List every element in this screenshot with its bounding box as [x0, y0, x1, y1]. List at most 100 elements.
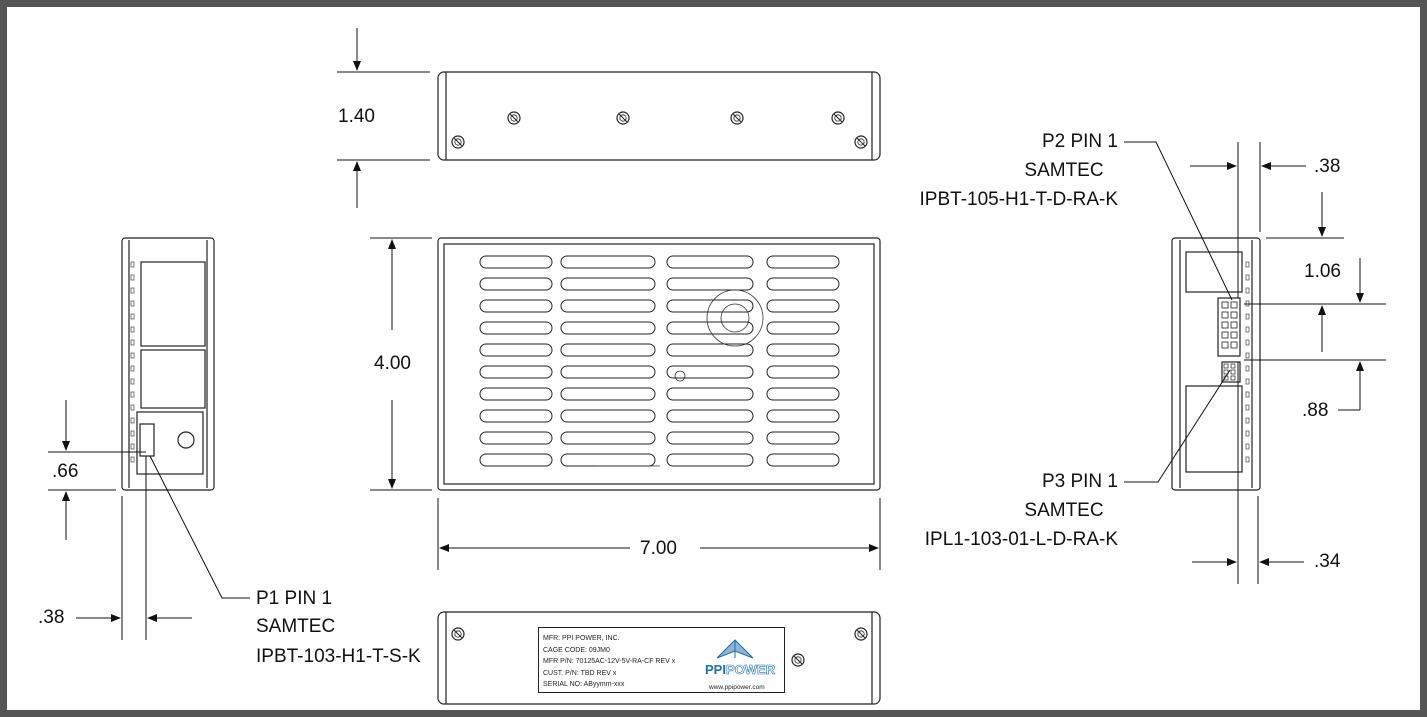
p1-callout-line2: SAMTEC: [256, 616, 336, 637]
vent-slot: [766, 321, 840, 335]
vent-dot: [1245, 456, 1250, 463]
right-side-vents: [1245, 261, 1250, 463]
dim-front-width: [437, 498, 881, 570]
dim-label-front-height: 4.00: [370, 353, 415, 375]
vent-slot: [479, 431, 553, 445]
vent-slot: [479, 299, 553, 313]
screw-icon: [507, 111, 521, 125]
vent-slot: [666, 365, 754, 379]
dim-label-right-p2-offset: 1.06: [1304, 261, 1341, 282]
screw-icon: [451, 135, 465, 149]
screw-slot: [509, 113, 519, 123]
dim-top-height: [337, 28, 430, 208]
ppi-logo-text: PPIPOWER: [705, 662, 776, 678]
vent-slot: [766, 343, 840, 357]
vent-dot: [130, 300, 135, 307]
connector-pin: [1230, 311, 1238, 319]
vent-dot: [1245, 378, 1250, 385]
nameplate-mfr-pn: MFR P/N: 70125AC-12V-5V-RA-CF REV x: [543, 658, 676, 665]
vent-dot: [130, 261, 135, 268]
vent-dot: [1245, 352, 1250, 359]
nameplate-serial: SERIAL NO: AByymm-xxx: [543, 681, 625, 688]
screw-slot: [453, 629, 463, 639]
vent-slot: [766, 277, 840, 291]
connector-pin: [1221, 331, 1229, 339]
connector-pin: [1221, 301, 1229, 309]
vent-dot: [1245, 326, 1250, 333]
vent-dot: [1245, 261, 1250, 268]
vent-slot: [560, 343, 656, 357]
vent-slot: [666, 255, 754, 269]
nameplate: MFR: PPI POWER, INC. CAGE CODE: 09JM0 MF…: [538, 627, 785, 693]
dim-label-right-top-x: .38: [1314, 156, 1341, 177]
p2-callout-line2: SAMTEC: [1024, 160, 1104, 181]
dim-label-top-height: 1.40: [334, 106, 379, 128]
p1-leader: [149, 455, 250, 599]
screw-icon: [831, 111, 845, 125]
vent-slot: [666, 409, 754, 423]
vent-slot: [560, 453, 656, 467]
dim-right-top-x: [1190, 142, 1306, 298]
connector-pin: [1230, 301, 1238, 309]
dim-left-p1-x: [76, 456, 192, 640]
vent-slot: [766, 431, 840, 445]
vent-slot: [479, 409, 553, 423]
screw-icon: [730, 111, 744, 125]
left-side-vents: [130, 261, 135, 463]
logo-power: POWER: [725, 662, 776, 678]
screw-ring: [857, 138, 865, 146]
vent-slot: [479, 277, 553, 291]
vent-slot: [479, 321, 553, 335]
left-side-view: [121, 237, 215, 491]
screw-slot: [833, 113, 843, 123]
vent-dot: [130, 313, 135, 320]
p3-callout-line1: P3 PIN 1: [1041, 471, 1118, 492]
logo-ppi: PPI: [705, 662, 726, 677]
vent-slot: [479, 255, 553, 269]
vent-slot: [479, 387, 553, 401]
connector-pin: [1223, 369, 1229, 375]
vent-slot: [666, 387, 754, 401]
vent-slot: [560, 277, 656, 291]
vent-dot: [130, 391, 135, 398]
screw-ring: [733, 114, 741, 122]
vent-dot: [1245, 443, 1250, 450]
vent-slot: [479, 343, 553, 357]
top-screws: [451, 111, 868, 149]
screw-icon: [854, 135, 868, 149]
screw-slot: [453, 137, 463, 147]
screw-ring: [454, 138, 462, 146]
vent-slot: [560, 255, 656, 269]
vent-dot: [1245, 313, 1250, 320]
vent-slot: [766, 387, 840, 401]
p1-callout-line1: P1 PIN 1: [256, 588, 333, 609]
vent-slot: [479, 365, 553, 379]
vent-slots: [479, 255, 840, 467]
vent-slot: [666, 431, 754, 445]
nameplate-mfr: MFR: PPI POWER, INC.: [543, 635, 620, 642]
vent-slot: [666, 321, 754, 335]
dim-label-front-width: 7.00: [636, 538, 681, 560]
vent-slot: [766, 255, 840, 269]
p3-callout-line2: SAMTEC: [1024, 500, 1104, 521]
vent-slot: [766, 299, 840, 313]
vent-dot: [130, 352, 135, 359]
vent-slot: [666, 277, 754, 291]
vent-dot: [130, 326, 135, 333]
vent-slot: [479, 453, 553, 467]
screw-slot: [856, 629, 866, 639]
screw-ring: [834, 114, 842, 122]
screw-ring: [857, 630, 865, 638]
vent-slot: [560, 321, 656, 335]
bottom-view: [437, 611, 881, 705]
p3-callout-line3: IPL1-103-01-L-D-RA-K: [924, 529, 1118, 550]
vent-dot: [1245, 274, 1250, 281]
vent-slot: [666, 299, 754, 313]
connector-pin: [1221, 341, 1229, 349]
dim-label-right-bottom-x: .34: [1314, 551, 1341, 572]
top-view: [437, 71, 881, 161]
vent-slot: [560, 387, 656, 401]
vent-slot: [560, 409, 656, 423]
dim-right-bottom-x: [1192, 362, 1304, 584]
